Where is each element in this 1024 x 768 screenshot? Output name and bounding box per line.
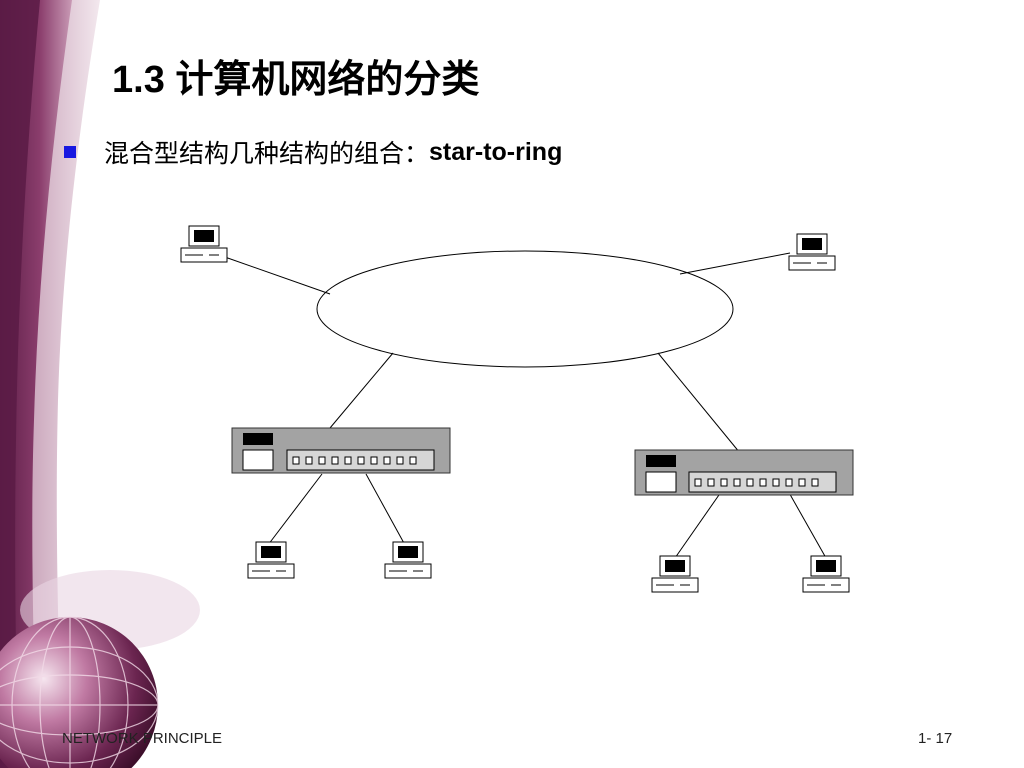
slide-title: 1.3 计算机网络的分类 [112,59,480,101]
footer-page-number: 1- 17 [918,730,953,747]
hub-left [231,427,451,474]
ring-workstation-left [180,225,228,263]
star-workstation-2 [384,541,432,579]
bullet-text-english: star-to-ring [429,137,563,166]
ring-network [316,250,734,368]
ring-workstation-right [788,233,836,271]
bullet-text-chinese: 混合型结构几种结构的组合： [104,139,430,168]
star-workstation-3 [651,555,699,593]
footer-course-name: NETWORK PRINCIPLE [62,730,223,747]
star-workstation-1 [247,541,295,579]
star-workstation-4 [802,555,850,593]
bullet-item: 混合型结构几种结构的组合： star-to-ring [64,136,562,168]
bullet-square-icon [64,146,76,158]
hub-right [634,449,854,496]
